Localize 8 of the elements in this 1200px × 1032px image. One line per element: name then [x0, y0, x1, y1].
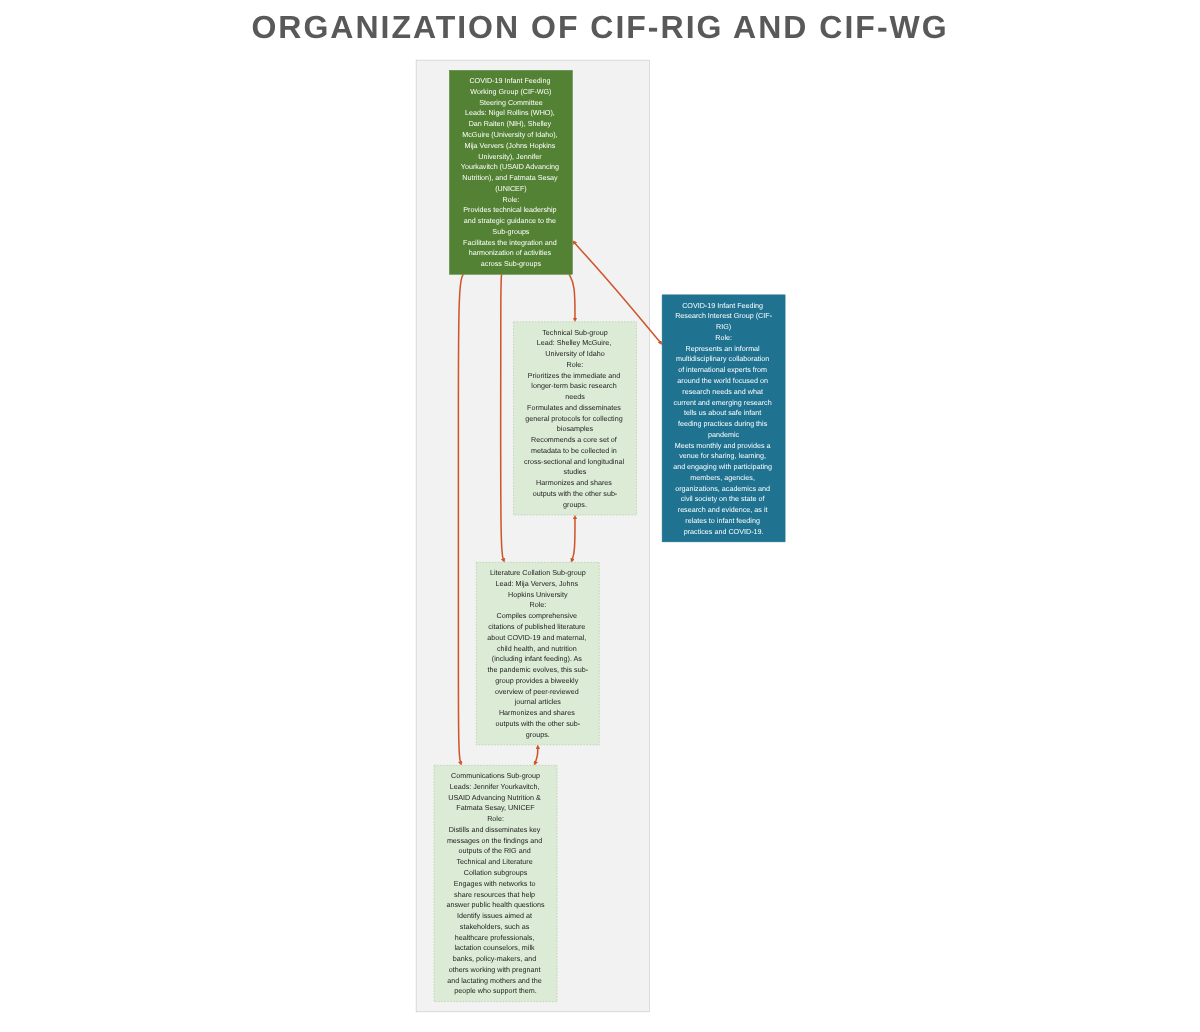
arrow: [567, 273, 577, 322]
arrow: [532, 744, 540, 766]
diagram-title: ORGANIZATION OF CIF-RIG AND CIF-WG: [249, 12, 951, 48]
arrow: [457, 273, 464, 766]
cluster: [415, 59, 649, 1013]
arrow: [571, 240, 662, 345]
arrow: [569, 514, 577, 563]
arrow: [499, 273, 505, 563]
